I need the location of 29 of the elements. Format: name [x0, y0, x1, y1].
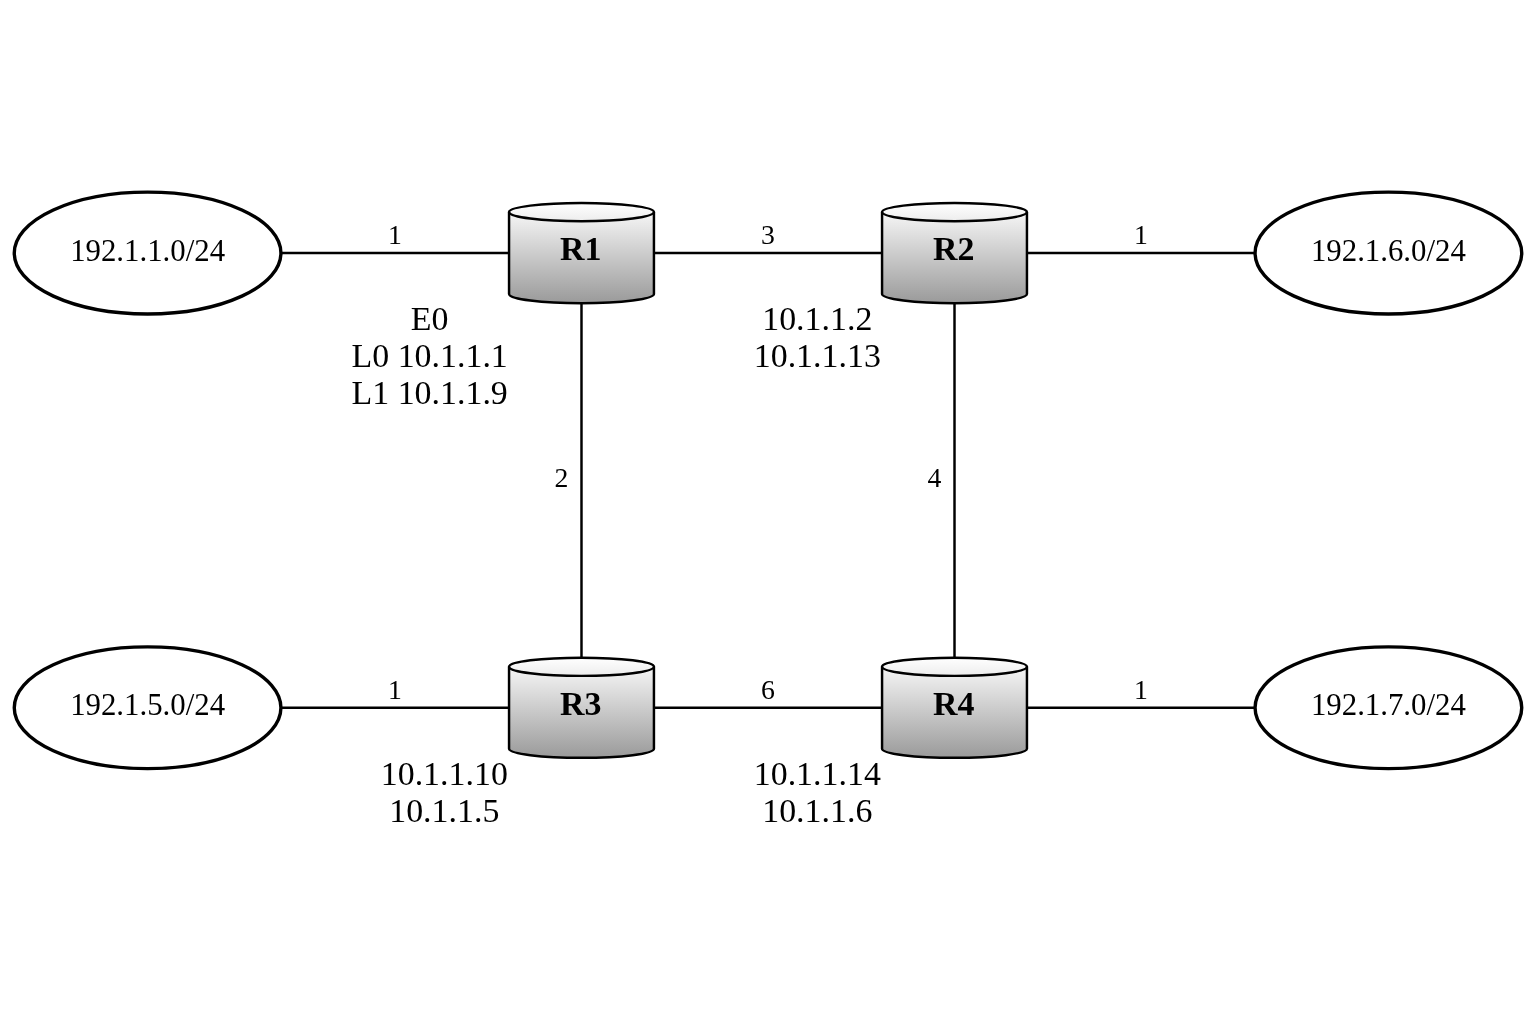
node-ellipse: 192.1.1.0/24	[12, 190, 283, 316]
edge-label: 1	[1134, 219, 1148, 251]
connector	[281, 251, 509, 255]
edge-label: 6	[761, 674, 775, 706]
edge-label: 3	[761, 219, 775, 251]
node-label: L1 10.1.1.9	[351, 374, 508, 412]
node-ellipse: 192.1.6.0/24	[1253, 190, 1524, 316]
node-ellipse: 192.1.5.0/24	[12, 645, 283, 771]
node-label: 10.1.1.14	[753, 754, 881, 792]
node-label: E0	[410, 300, 449, 338]
connector	[1027, 706, 1255, 709]
node-label: 10.1.1.5	[389, 791, 500, 829]
connector	[953, 303, 956, 658]
edge-label: 2	[554, 462, 569, 494]
edge-label: 1	[388, 674, 402, 706]
node-ellipse: 192.1.7.0/24	[1253, 645, 1524, 771]
edge-label: 1	[1134, 674, 1148, 706]
connector	[654, 251, 882, 255]
connector	[580, 303, 583, 658]
edge-label: 1	[388, 219, 402, 251]
node-label: 10.1.1.10	[380, 754, 508, 792]
node-label: 10.1.1.6	[762, 791, 873, 829]
edge-label: 4	[927, 462, 942, 494]
connector	[654, 706, 882, 709]
node-label: L0 10.1.1.1	[351, 337, 508, 375]
connector	[281, 706, 509, 709]
node-label: 10.1.1.2	[762, 300, 873, 338]
connector	[1027, 251, 1255, 255]
node-label: 10.1.1.13	[753, 337, 881, 375]
